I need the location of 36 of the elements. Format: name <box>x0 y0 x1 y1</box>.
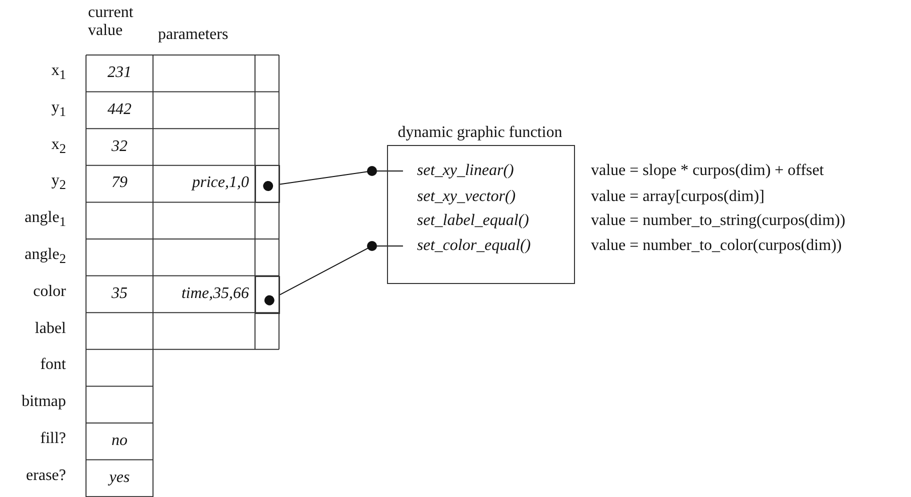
row-label: y$_{2}$ <box>50 172 66 195</box>
link-cell <box>255 276 280 314</box>
formula-text: value = number_to_color(curpos(dim)) <box>591 237 842 255</box>
function-name: set_xy_vector() <box>403 188 516 206</box>
cell-value: no <box>110 432 128 450</box>
row-label: erase? <box>25 466 66 485</box>
row-label: color <box>32 282 66 301</box>
row-label: label <box>34 320 66 338</box>
formula-text: value = number_to_string(curpos(dim)) <box>591 212 846 230</box>
connector <box>264 241 404 306</box>
cell-value: 32 <box>110 138 128 156</box>
formula-text: value = array[curpos(dim)] <box>591 188 764 206</box>
cell-value: 231 <box>106 64 132 82</box>
cell-value: price,1,0 <box>190 174 249 192</box>
cell-value: yes <box>107 468 131 487</box>
row-label: angle$_{1}$ <box>24 209 66 232</box>
row-label: angle$_{2}$ <box>24 246 66 268</box>
row-label: y$_{1}$ <box>50 98 66 121</box>
column-heading: parameters <box>158 26 228 44</box>
cell-value: time,35,66 <box>180 284 249 303</box>
row-label: bitmap <box>20 393 66 412</box>
row-label: x$_{2}$ <box>50 136 66 158</box>
cell-value: 442 <box>106 100 132 119</box>
column-heading: current value <box>88 4 134 40</box>
row-label: font <box>39 356 66 374</box>
cell-value: 79 <box>110 174 128 192</box>
cell-value: 35 <box>110 284 128 303</box>
row-label: fill? <box>39 430 66 448</box>
link-cell <box>255 165 280 204</box>
function-name: set_xy_linear() <box>403 162 514 180</box>
connector <box>263 166 404 191</box>
box-title: dynamic graphic function <box>396 124 564 142</box>
row-label: x$_{1}$ <box>50 62 66 84</box>
function-name: set_label_equal() <box>403 212 529 230</box>
formula-text: value = slope * curpos(dim) + offset <box>591 162 824 180</box>
function-name: set_color_equal() <box>403 237 531 255</box>
